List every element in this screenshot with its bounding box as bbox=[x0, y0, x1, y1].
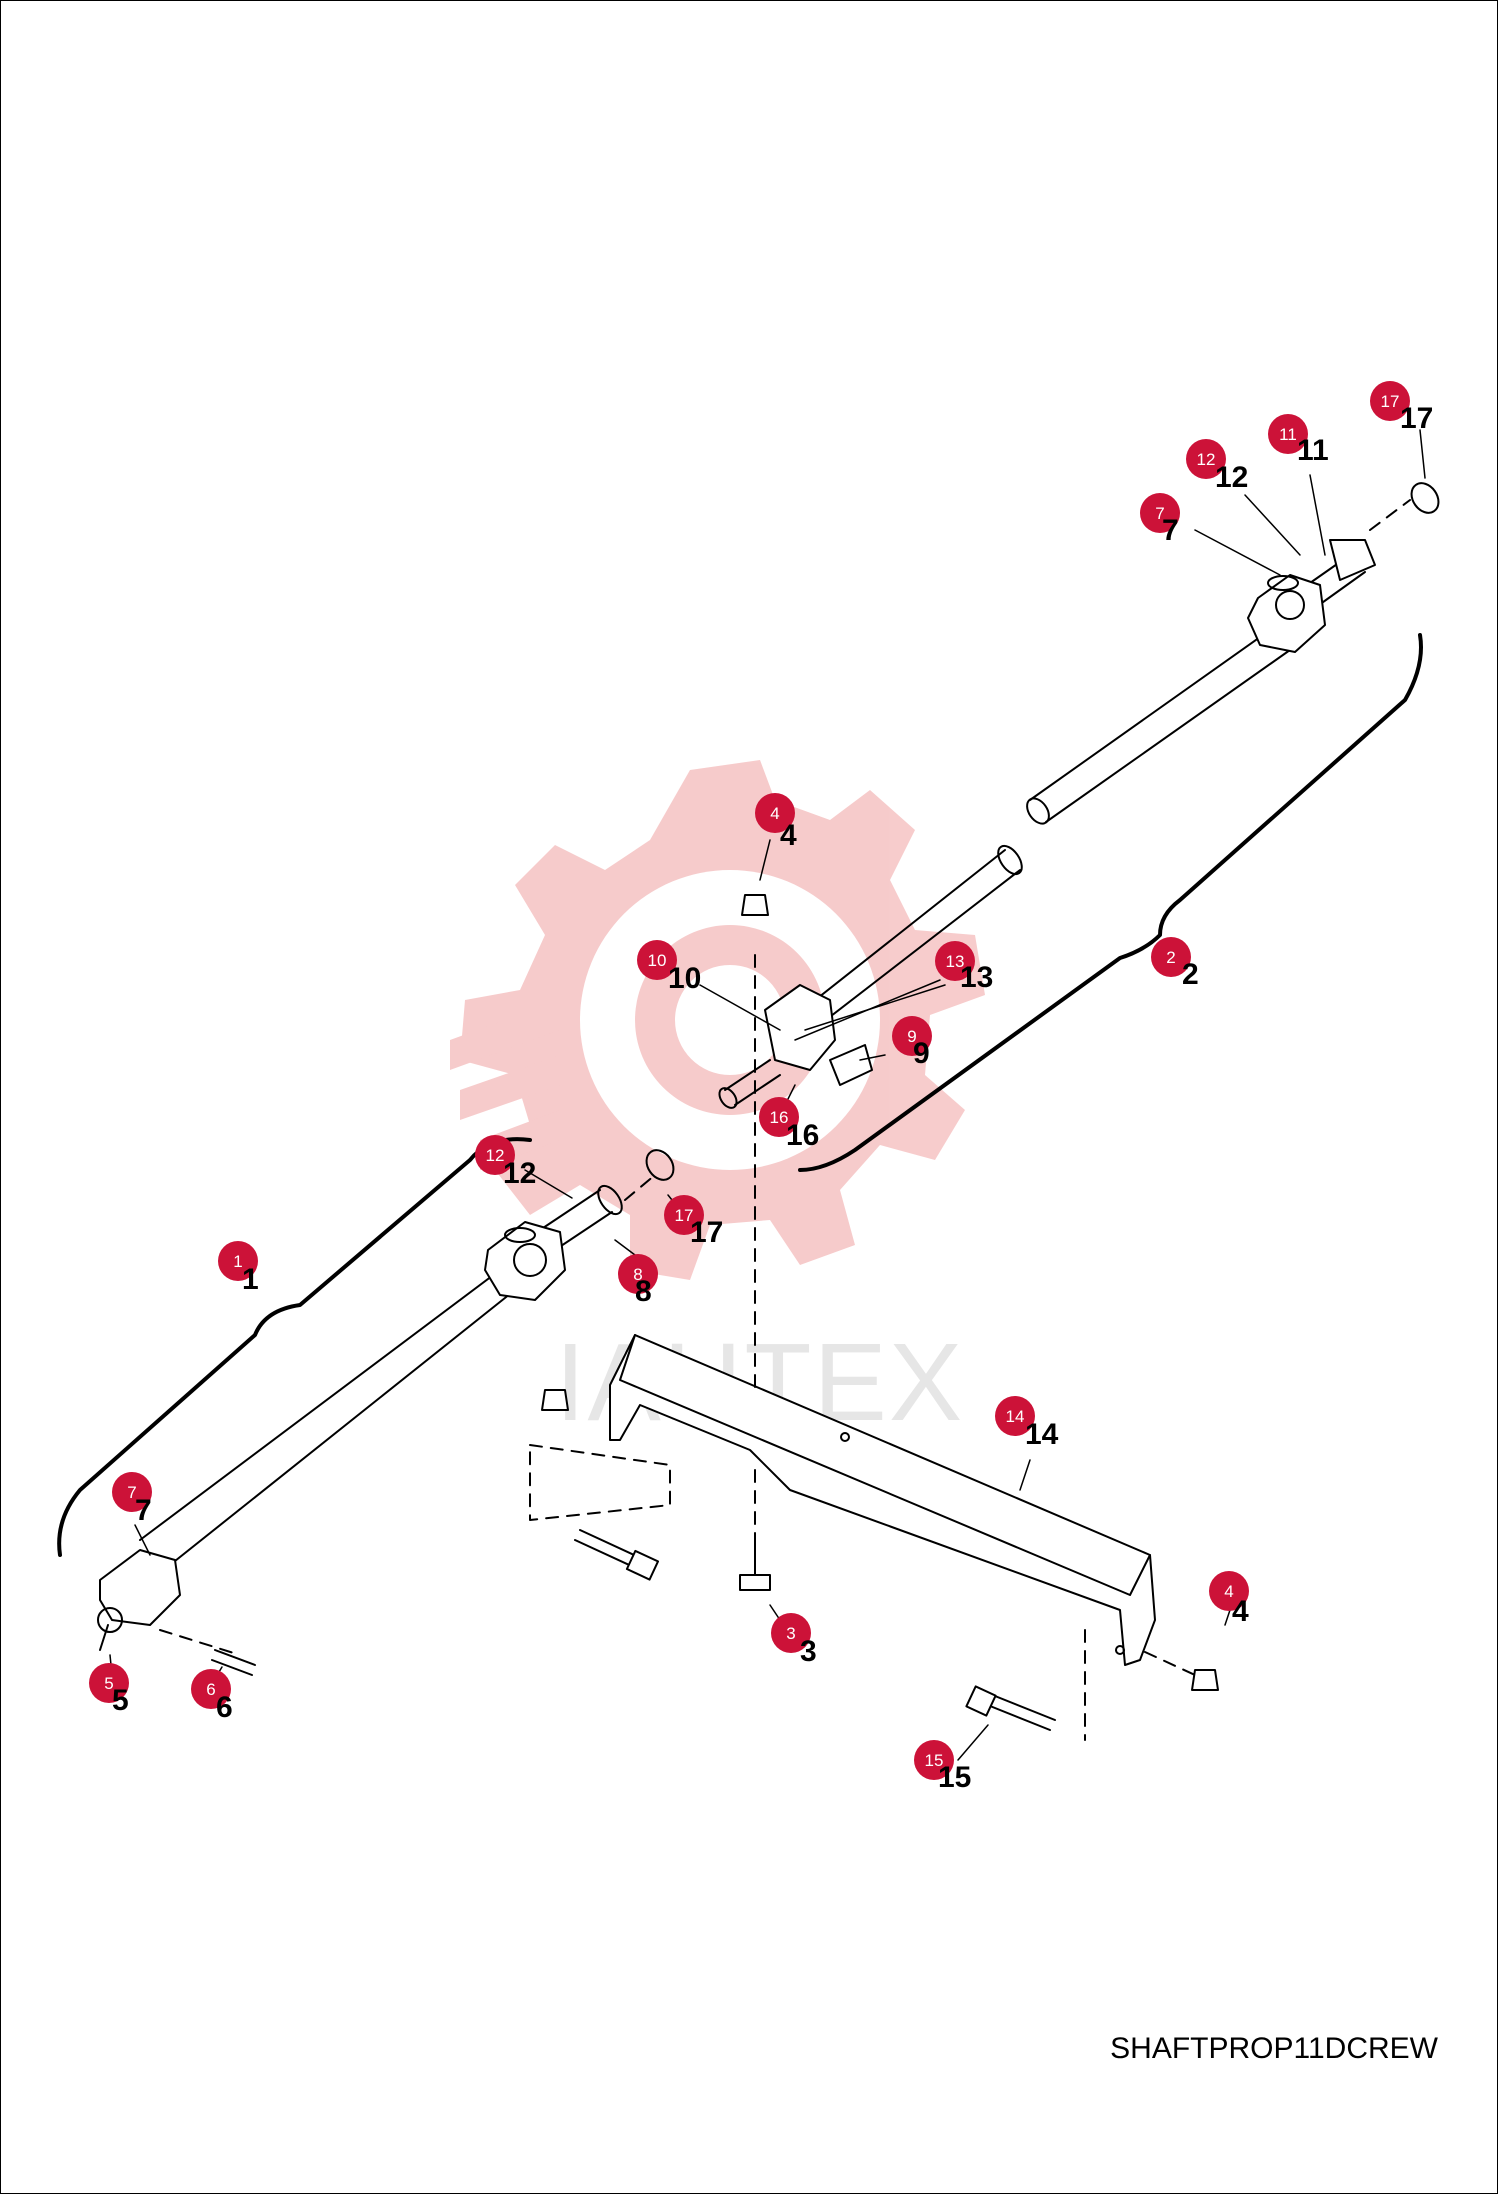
callout-badge-5 bbox=[89, 1663, 129, 1703]
callout-badge-number-8: 8 bbox=[633, 1265, 642, 1284]
callout-number-14: 14 bbox=[1025, 1418, 1059, 1451]
callout-number-6: 6 bbox=[216, 1691, 233, 1724]
watermark-gear-icon bbox=[450, 760, 985, 1280]
callout-badge-14 bbox=[995, 1396, 1035, 1436]
callout-badge-number-17: 17 bbox=[1381, 392, 1400, 411]
callout-badge-number-16: 16 bbox=[770, 1108, 789, 1127]
callout-badge-1 bbox=[218, 1241, 258, 1281]
callout-badge-17 bbox=[1370, 381, 1410, 421]
callout-badge-number-13: 13 bbox=[946, 952, 965, 971]
bracket-2 bbox=[798, 633, 1423, 1172]
callout-badge-11 bbox=[1268, 414, 1308, 454]
callout-badge-number-1: 1 bbox=[233, 1252, 242, 1271]
callout-number-4: 4 bbox=[780, 819, 797, 852]
callout-number-7: 7 bbox=[1162, 514, 1179, 547]
crossmember bbox=[609, 1334, 1156, 1666]
hardware-parts bbox=[211, 482, 1440, 1731]
callout-badge-8 bbox=[618, 1254, 658, 1294]
callout-badge-number-2: 2 bbox=[1166, 948, 1175, 967]
callout-number-13: 13 bbox=[960, 961, 993, 994]
callout-number-7: 7 bbox=[135, 1494, 152, 1527]
callout-badge-10 bbox=[637, 940, 677, 980]
callout-badge-15 bbox=[914, 1740, 954, 1780]
callout-badge-number-9: 9 bbox=[907, 1027, 916, 1046]
callout-badge-13 bbox=[935, 941, 975, 981]
callout-badge-2 bbox=[1151, 937, 1191, 977]
callout-badge-6 bbox=[191, 1669, 231, 1709]
callout-number-15: 15 bbox=[938, 1761, 971, 1794]
callout-badge-4 bbox=[1209, 1571, 1249, 1611]
callout-number-3: 3 bbox=[800, 1635, 817, 1668]
callout-badge-number-15: 15 bbox=[925, 1751, 944, 1770]
callout-number-1: 1 bbox=[242, 1263, 259, 1296]
callout-badge-12 bbox=[475, 1135, 515, 1175]
callout-number-8: 8 bbox=[635, 1275, 652, 1308]
callout-badge-number-6: 6 bbox=[206, 1680, 215, 1699]
callout-number-4: 4 bbox=[1232, 1595, 1249, 1628]
callout-number-16: 16 bbox=[786, 1119, 819, 1152]
callout-number-17: 17 bbox=[1400, 402, 1433, 435]
drawing-code: SHAFTPROP11DCREW bbox=[1110, 2032, 1438, 2065]
callout-badge-number-4: 4 bbox=[770, 804, 779, 823]
dashed-leaders bbox=[159, 499, 1411, 1741]
callout-number-9: 9 bbox=[913, 1037, 930, 1070]
callout-badge-number-4: 4 bbox=[1224, 1582, 1233, 1601]
callout-number-2: 2 bbox=[1182, 958, 1199, 991]
callout-badge-number-7: 7 bbox=[127, 1483, 136, 1502]
callout-badge-16 bbox=[759, 1097, 799, 1137]
propshaft-front bbox=[97, 1184, 623, 1651]
callout-badge-12 bbox=[1186, 439, 1226, 479]
callout-badge-9 bbox=[892, 1016, 932, 1056]
callout-badge-number-7: 7 bbox=[1155, 504, 1164, 523]
callout-badge-number-17: 17 bbox=[675, 1206, 694, 1225]
callout-badge-17 bbox=[664, 1195, 704, 1235]
callout-badge-4 bbox=[755, 793, 795, 833]
callout-badge-number-12: 12 bbox=[486, 1146, 505, 1165]
callout-badge-7 bbox=[1140, 493, 1180, 533]
callout-badge-number-12: 12 bbox=[1197, 450, 1216, 469]
callout-badge-number-10: 10 bbox=[648, 951, 667, 970]
callout-badge-3 bbox=[771, 1613, 811, 1653]
callout-number-5: 5 bbox=[112, 1684, 129, 1717]
callout-badge-number-14: 14 bbox=[1006, 1407, 1025, 1426]
callout-number-11: 11 bbox=[1297, 434, 1329, 467]
callout-leaders bbox=[109, 429, 1426, 1761]
callout-badge-number-5: 5 bbox=[104, 1674, 113, 1693]
callout-number-12: 12 bbox=[1215, 461, 1248, 494]
callout-number-17: 17 bbox=[690, 1216, 723, 1249]
callout-number-10: 10 bbox=[668, 962, 701, 995]
callout-badge-7 bbox=[112, 1472, 152, 1512]
center-bearing bbox=[718, 844, 1023, 1109]
callout-number-12: 12 bbox=[503, 1157, 536, 1190]
callout-badge-number-3: 3 bbox=[786, 1624, 795, 1643]
callout-badge-number-11: 11 bbox=[1279, 425, 1297, 444]
propshaft-rear bbox=[1026, 539, 1376, 825]
